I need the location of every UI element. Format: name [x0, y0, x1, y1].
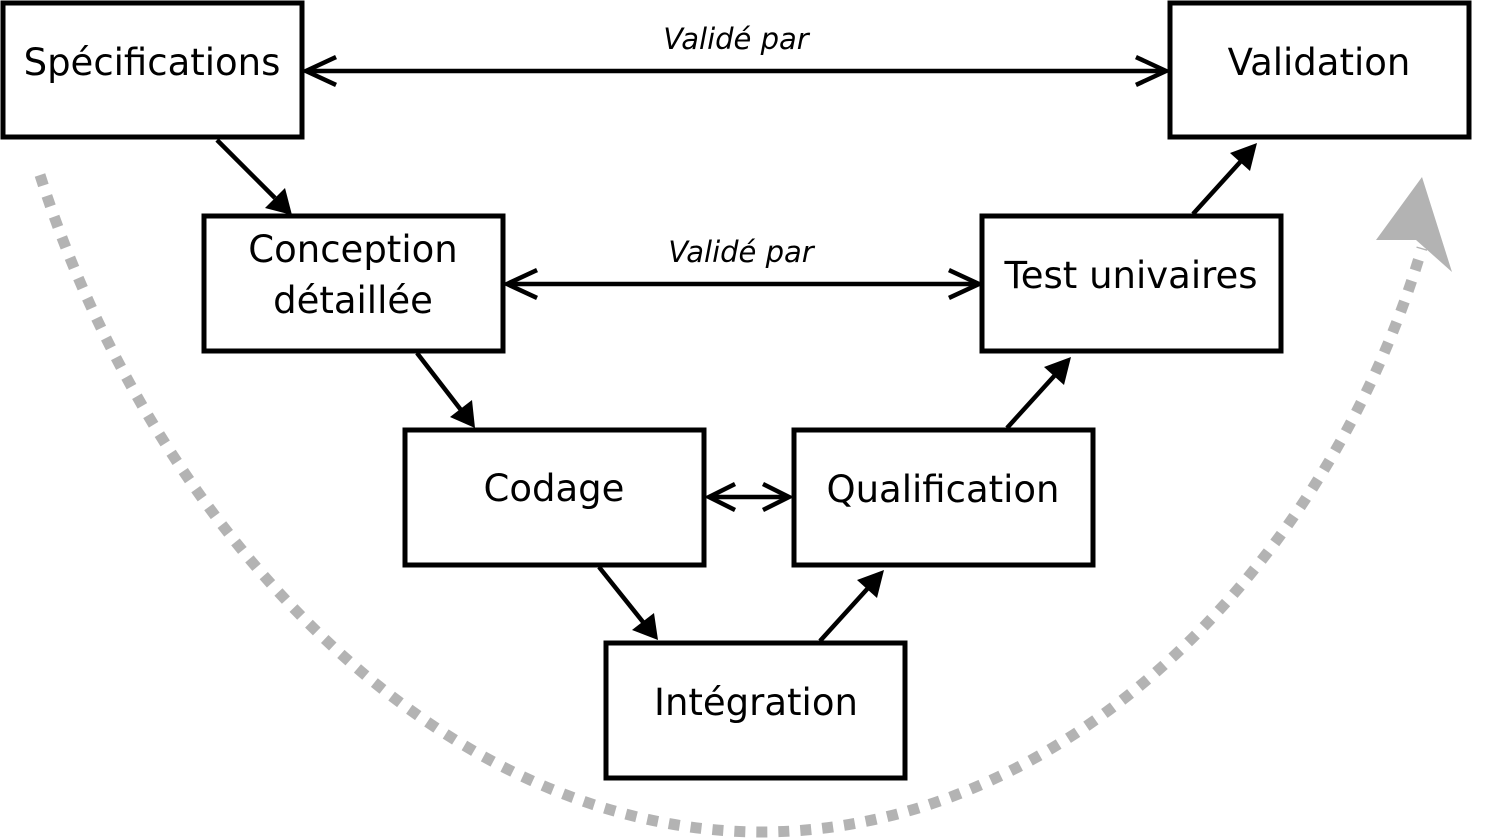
flow-curve [34, 173, 1428, 838]
arrow-codage-to-integration [597, 565, 658, 640]
arrow-specifications-to-conception [215, 138, 292, 215]
arrow-integration-to-qualification [818, 570, 884, 643]
box-qualification-label: Qualification [826, 468, 1059, 511]
arrow-test-to-validation [1191, 143, 1257, 216]
link-codage-qualification [703, 481, 795, 513]
box-test-unitaires: Test univaires [979, 213, 1284, 354]
link-specifications-validation: Validé par [300, 22, 1172, 87]
link-middle-label: Validé par [668, 235, 816, 269]
box-validation: Validation [1167, 0, 1472, 140]
box-codage: Codage [402, 427, 707, 568]
link-top-label: Validé par [663, 22, 811, 56]
box-conception-detaillee: Conception détaillée [201, 213, 506, 354]
box-validation-label: Validation [1228, 41, 1411, 84]
flow-arrowhead [1376, 177, 1452, 272]
box-test-unitaires-label: Test univaires [1003, 254, 1257, 297]
box-integration: Intégration [603, 640, 908, 781]
box-conception-label-line1: Conception [248, 228, 457, 271]
link-conception-test: Validé par [501, 235, 985, 300]
arrow-conception-to-codage [415, 351, 475, 428]
box-integration-label: Intégration [654, 681, 858, 724]
box-specifications-label: Spécifications [24, 41, 281, 84]
arrow-qualification-to-test [1005, 357, 1071, 430]
box-specifications: Spécifications [0, 0, 305, 140]
box-codage-label: Codage [484, 467, 625, 510]
box-qualification: Qualification [791, 427, 1096, 568]
box-conception-label-line2: détaillée [273, 279, 433, 322]
